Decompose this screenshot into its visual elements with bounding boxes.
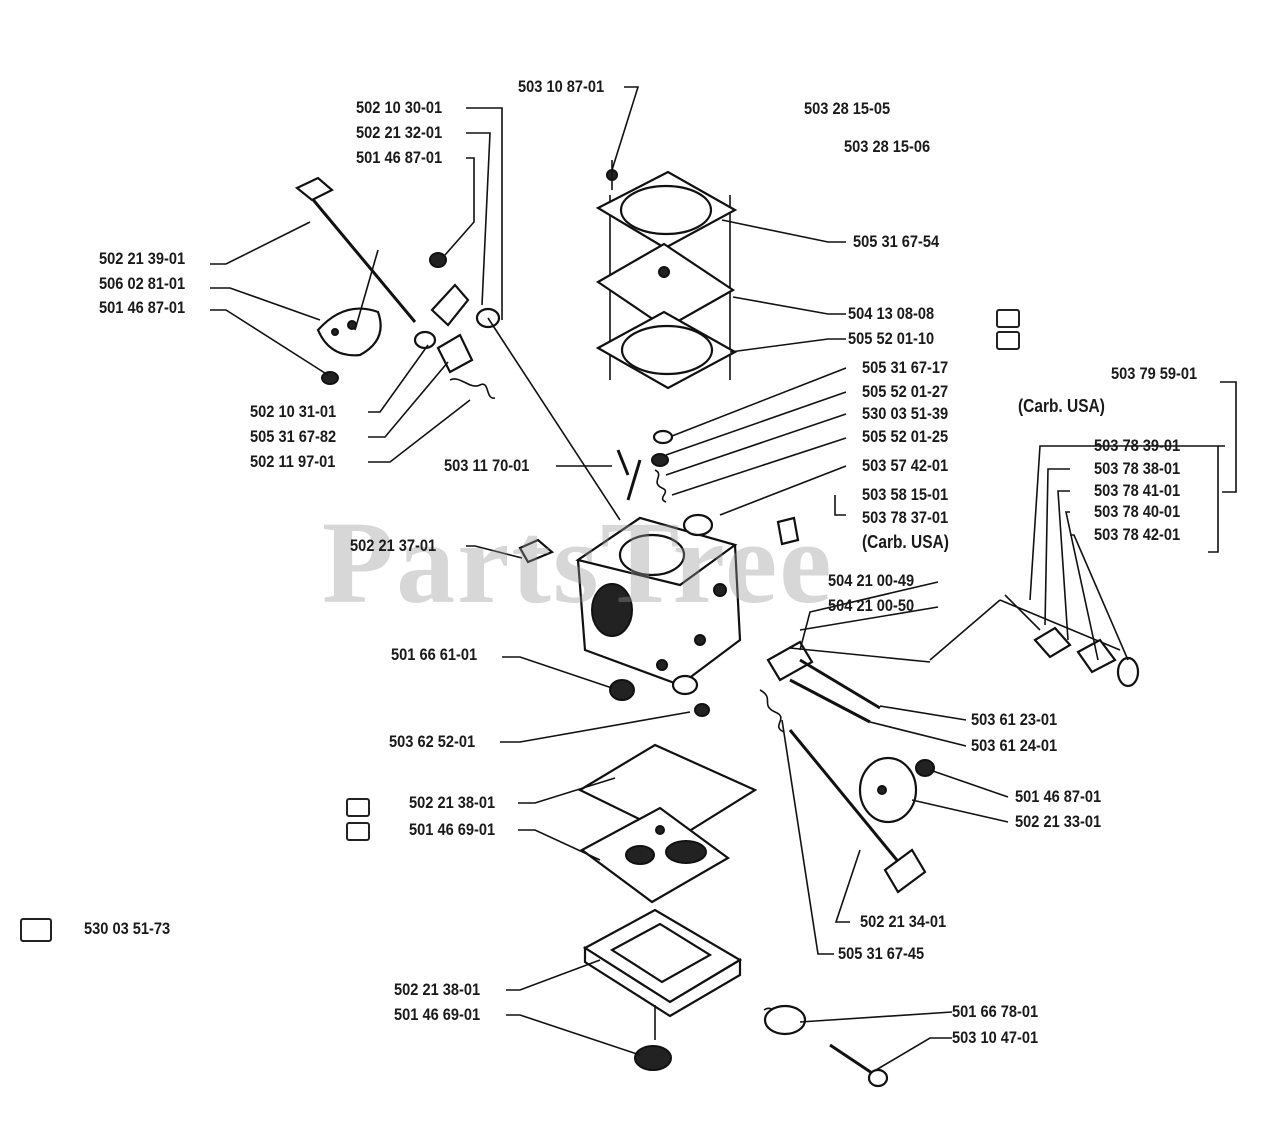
part-label[interactable]: 503 61 24-01	[971, 736, 1058, 755]
pump-cover-bottom	[582, 908, 889, 1088]
part-label[interactable]: 505 31 67-54	[853, 232, 940, 251]
part-label[interactable]: 503 79 59-01	[1111, 364, 1198, 383]
part-label[interactable]: 502 21 33-01	[1015, 812, 1102, 831]
part-label[interactable]: 505 31 67-17	[862, 358, 949, 377]
part-label[interactable]: 502 10 30-01	[356, 98, 443, 117]
part-label[interactable]: 505 31 67-82	[250, 427, 337, 446]
option-checkbox-502213801[interactable]	[346, 798, 370, 817]
part-label[interactable]: 503 28 15-06	[844, 137, 931, 156]
part-label[interactable]: 504 13 08-08	[848, 304, 935, 323]
part-label[interactable]: 503 78 42-01	[1094, 525, 1181, 544]
part-label[interactable]: 503 78 41-01	[1094, 481, 1181, 500]
option-checkbox-501466901[interactable]	[346, 822, 370, 841]
part-label[interactable]: 502 11 97-01	[250, 452, 336, 471]
part-label[interactable]: 503 78 37-01	[862, 508, 949, 527]
part-label[interactable]: 502 21 32-01	[356, 123, 443, 142]
part-label[interactable]: 506 02 81-01	[99, 274, 186, 293]
lower-gasket-stack	[577, 743, 758, 904]
part-label[interactable]: 503 57 42-01	[862, 456, 949, 475]
part-label[interactable]: 503 61 23-01	[971, 710, 1058, 729]
part-label[interactable]: 503 78 40-01	[1094, 502, 1181, 521]
part-label[interactable]: 502 21 34-01	[860, 912, 947, 931]
part-label[interactable]: 502 21 39-01	[99, 249, 186, 268]
part-label[interactable]: 501 66 78-01	[952, 1002, 1039, 1021]
part-label[interactable]: 502 21 38-01	[409, 793, 496, 812]
part-label[interactable]: 505 52 01-25	[862, 427, 949, 446]
part-label[interactable]: 503 78 39-01	[1094, 436, 1181, 455]
part-label[interactable]: 503 10 47-01	[952, 1028, 1039, 1047]
diaphragm-stack-top	[595, 160, 738, 390]
lower-small-parts	[609, 674, 710, 717]
part-label[interactable]: 501 46 87-01	[356, 148, 443, 167]
part-label[interactable]: 501 46 69-01	[394, 1005, 481, 1024]
part-label[interactable]: 504 21 00-49	[828, 571, 915, 590]
option-checkbox-504130808[interactable]	[996, 309, 1020, 328]
watermark: PartsTree	[322, 497, 834, 628]
carb-usa-note: (Carb. USA)	[1018, 396, 1105, 416]
part-label[interactable]: 501 46 87-01	[1015, 787, 1102, 806]
part-label[interactable]: 505 31 67-45	[838, 944, 925, 963]
part-label[interactable]: 501 46 69-01	[409, 820, 496, 839]
needle-valve-parts	[616, 429, 674, 503]
part-label[interactable]: 502 21 37-01	[350, 536, 437, 555]
part-label[interactable]: 503 11 70-01	[444, 456, 530, 475]
carb-usa-note: (Carb. USA)	[862, 532, 949, 552]
part-label[interactable]: 501 66 61-01	[391, 645, 478, 664]
part-label[interactable]: 503 28 15-05	[804, 99, 891, 118]
leader-lines	[210, 86, 1237, 1071]
part-label[interactable]: 505 52 01-27	[862, 382, 949, 401]
lever-assembly-right	[759, 689, 935, 894]
lever-assembly-left	[294, 176, 501, 399]
adjustment-screws	[766, 594, 1140, 724]
part-label[interactable]: 503 78 38-01	[1094, 459, 1181, 478]
part-label[interactable]: 505 52 01-10	[848, 329, 935, 348]
carburetor-body	[518, 513, 800, 687]
part-label[interactable]: 530 03 51-73	[84, 919, 171, 938]
part-label[interactable]: 502 21 38-01	[394, 980, 481, 999]
part-label[interactable]: 530 03 51-39	[862, 404, 949, 423]
part-label[interactable]: 503 58 15-01	[862, 485, 949, 504]
part-label[interactable]: 501 46 87-01	[99, 298, 186, 317]
option-checkbox-505520110[interactable]	[996, 331, 1020, 350]
part-label[interactable]: 503 62 52-01	[389, 732, 476, 751]
option-checkbox-530035173[interactable]	[20, 918, 52, 942]
part-label[interactable]: 504 21 00-50	[828, 596, 915, 615]
part-label[interactable]: 502 10 31-01	[250, 402, 337, 421]
part-label[interactable]: 503 10 87-01	[518, 77, 605, 96]
